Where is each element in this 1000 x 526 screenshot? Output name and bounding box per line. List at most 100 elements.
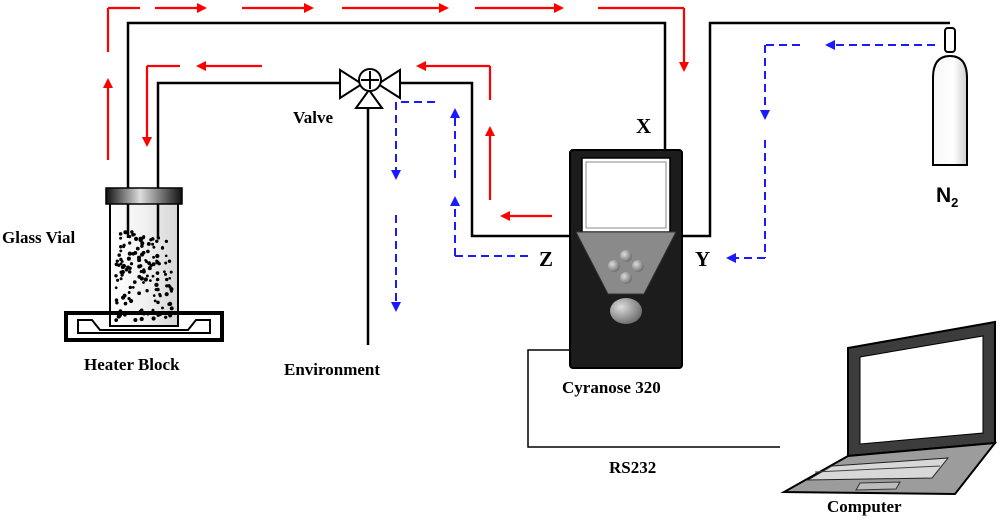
- granule: [169, 270, 173, 274]
- granule: [140, 244, 144, 248]
- cylinder-valve: [944, 27, 956, 53]
- granule: [170, 289, 173, 293]
- gas-subscript: 2: [951, 195, 959, 211]
- heater-block-label: Heater Block: [84, 355, 180, 374]
- granule: [139, 316, 144, 322]
- granule: [163, 270, 166, 274]
- laptop-screen: [859, 335, 984, 445]
- granule: [139, 269, 143, 274]
- granule: [145, 274, 149, 278]
- granule: [158, 292, 162, 296]
- granule: [134, 236, 139, 241]
- device-screen: [585, 161, 667, 229]
- gas-label: N2: [936, 184, 958, 210]
- granule: [146, 249, 150, 254]
- rs232-label: RS232: [609, 458, 657, 477]
- granule: [127, 297, 131, 301]
- granule: [128, 241, 132, 245]
- granule: [169, 306, 174, 311]
- granule: [155, 253, 160, 259]
- granule: [167, 301, 173, 307]
- device-button-bottom: [620, 272, 632, 284]
- port-x-label: X: [636, 114, 652, 138]
- laptop-icon: [780, 320, 998, 496]
- granule: [118, 232, 123, 236]
- granule: [120, 260, 124, 263]
- granule: [119, 262, 123, 266]
- environment-label: Environment: [284, 360, 381, 379]
- granule: [135, 246, 140, 251]
- granule: [115, 301, 119, 305]
- granule: [140, 308, 144, 312]
- granule: [119, 270, 123, 274]
- granule: [121, 295, 126, 300]
- granule: [115, 259, 119, 263]
- granule: [114, 318, 119, 322]
- granule: [165, 284, 169, 288]
- granule: [167, 284, 171, 288]
- granule: [129, 262, 134, 266]
- cylinder-body: [932, 54, 968, 166]
- port-z-label: Z: [539, 247, 554, 271]
- granule: [154, 287, 158, 292]
- granule: [164, 261, 168, 265]
- device-button-right: [632, 260, 644, 272]
- device-button-top: [620, 250, 632, 262]
- tubing: [126, 21, 950, 448]
- granule: [164, 239, 169, 244]
- device-panel: [575, 231, 677, 295]
- granule: [151, 262, 156, 267]
- granule: [116, 278, 120, 282]
- valve-label: Valve: [293, 108, 333, 127]
- device-label: Cyranose 320: [562, 378, 661, 397]
- granule: [164, 292, 169, 297]
- sample-flow-arrows: [103, 3, 689, 221]
- glass-vial-label: Glass Vial: [2, 228, 76, 247]
- purge-flow-arrows: [391, 40, 935, 312]
- granule: [127, 251, 133, 256]
- granule: [137, 291, 141, 296]
- heater-block: [64, 311, 224, 342]
- tube-vial-to-x: [126, 21, 667, 188]
- granule: [119, 249, 123, 253]
- granule: [156, 236, 161, 240]
- gas-symbol: N: [936, 184, 952, 207]
- granule: [155, 259, 158, 263]
- granule: [132, 280, 137, 284]
- granule: [153, 299, 157, 303]
- granule: [127, 291, 131, 294]
- granule: [164, 315, 168, 319]
- granule: [149, 238, 153, 242]
- valve-left-triangle: [339, 68, 364, 100]
- granule: [164, 254, 168, 258]
- granule: [155, 271, 160, 275]
- granule: [149, 279, 152, 282]
- granule: [155, 239, 159, 244]
- granule: [146, 241, 151, 246]
- granule: [117, 253, 121, 257]
- laptop-touchpad: [855, 481, 901, 491]
- vial-cap: [105, 187, 183, 205]
- cable-rs232: [527, 349, 780, 448]
- granule: [122, 243, 126, 247]
- granule: [168, 276, 172, 280]
- granule: [119, 244, 123, 249]
- cyranose-device: [569, 149, 683, 369]
- tube-vial-to-valve: [156, 81, 340, 188]
- granule: [142, 270, 146, 274]
- valve-bottom-triangle: [354, 88, 384, 109]
- granule: [154, 282, 159, 288]
- granule: [147, 261, 151, 265]
- granule: [131, 252, 136, 256]
- granule: [123, 301, 128, 306]
- granule: [133, 317, 138, 323]
- port-y-label: Y: [695, 247, 711, 271]
- granule: [142, 281, 145, 284]
- computer-label: Computer: [827, 497, 902, 516]
- granule: [152, 294, 156, 297]
- glass-vial: [105, 187, 183, 327]
- granule: [123, 230, 128, 235]
- granule: [121, 263, 127, 269]
- granule: [127, 257, 131, 261]
